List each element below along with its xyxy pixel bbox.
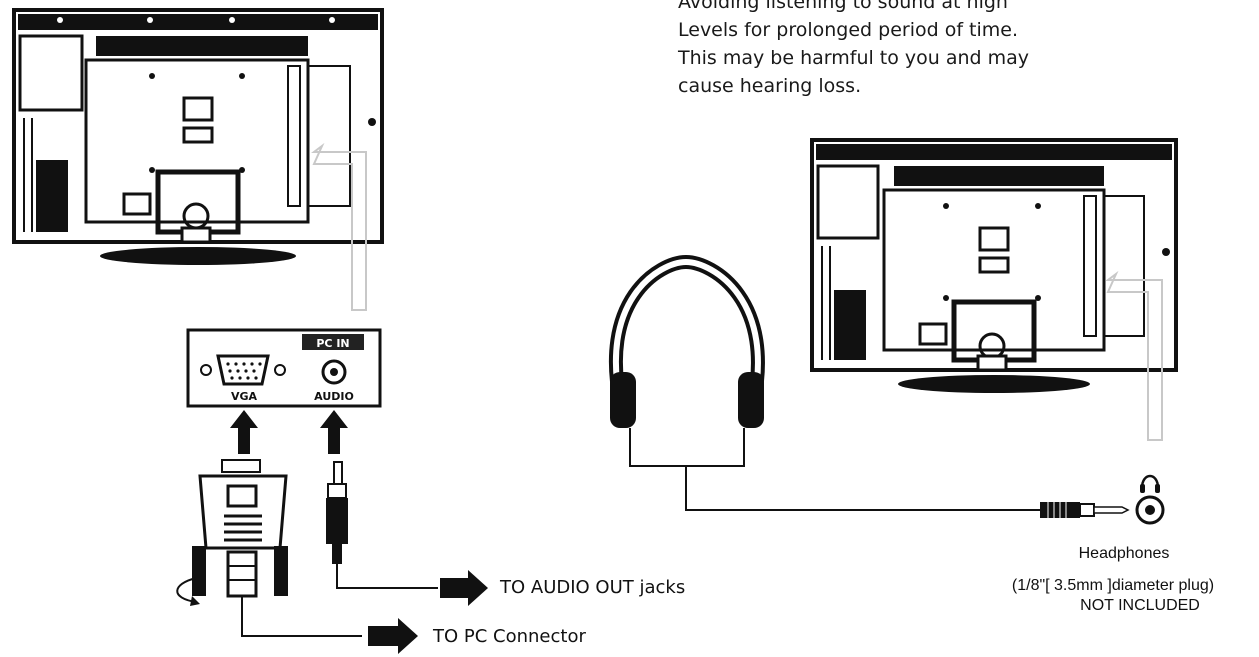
- audio-cable-plug: [326, 461, 348, 564]
- headphone-icon: [1140, 474, 1160, 493]
- headphones-spec: (1/8"[ 3.5mm ]diameter plug): [1011, 577, 1215, 594]
- pc-in-badge-label: PC IN: [316, 337, 349, 350]
- vga-up-arrow: [230, 410, 258, 454]
- pc-in-panel: [186, 328, 382, 408]
- right-arrow-icon: [440, 570, 488, 606]
- audio-up-arrow: [320, 410, 348, 454]
- left-tv-rear-view: [12, 8, 384, 265]
- hearing-warning-text: Avoiding listening to sound at high Leve…: [678, 0, 1148, 100]
- right-arrow-icon: [368, 618, 418, 654]
- headphone-jack: [1135, 495, 1165, 525]
- headphones-note: NOT INCLUDED: [1080, 597, 1200, 614]
- headphone-plug: [1040, 502, 1130, 518]
- warning-line-1: Avoiding listening to sound at high: [678, 0, 1008, 13]
- audio-cable: [336, 564, 438, 589]
- headphones-illustration: [609, 254, 1040, 511]
- vga-cable: [241, 596, 362, 637]
- warning-line-4: cause hearing loss.: [678, 75, 862, 97]
- vga-port-label: VGA: [231, 390, 258, 403]
- pc-in-badge-bg: [302, 334, 364, 350]
- audio-port-label: AUDIO: [314, 390, 354, 403]
- warning-line-3: This may be harmful to you and may: [678, 47, 1030, 69]
- warning-line-2: Levels for prolonged period of time.: [678, 19, 1019, 41]
- outline-arrow-right: [1105, 270, 1163, 441]
- pc-connector-label: TO PC Connector: [433, 626, 586, 647]
- outline-arrow-left: [311, 142, 367, 311]
- audio-out-label: TO AUDIO OUT jacks: [500, 577, 686, 598]
- vga-cable-plug: [176, 459, 288, 606]
- right-tv-rear-view: [810, 138, 1178, 393]
- headphones-title: Headphones: [1078, 545, 1170, 562]
